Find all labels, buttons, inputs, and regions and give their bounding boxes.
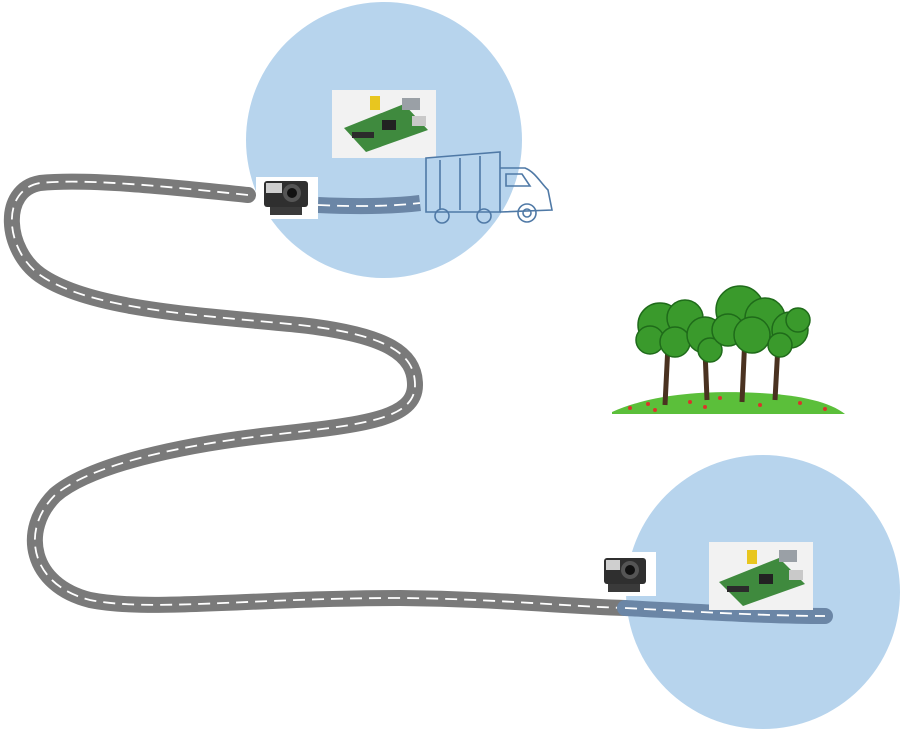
truck-icon (425, 151, 553, 224)
raspberry-pi-board-bottom (709, 542, 813, 610)
camera-icon-bottom (596, 552, 656, 596)
winding-road (3, 173, 833, 624)
trees-illustration (612, 285, 845, 414)
raspberry-pi-board-top (332, 90, 436, 158)
camera-icon-top (256, 177, 318, 219)
